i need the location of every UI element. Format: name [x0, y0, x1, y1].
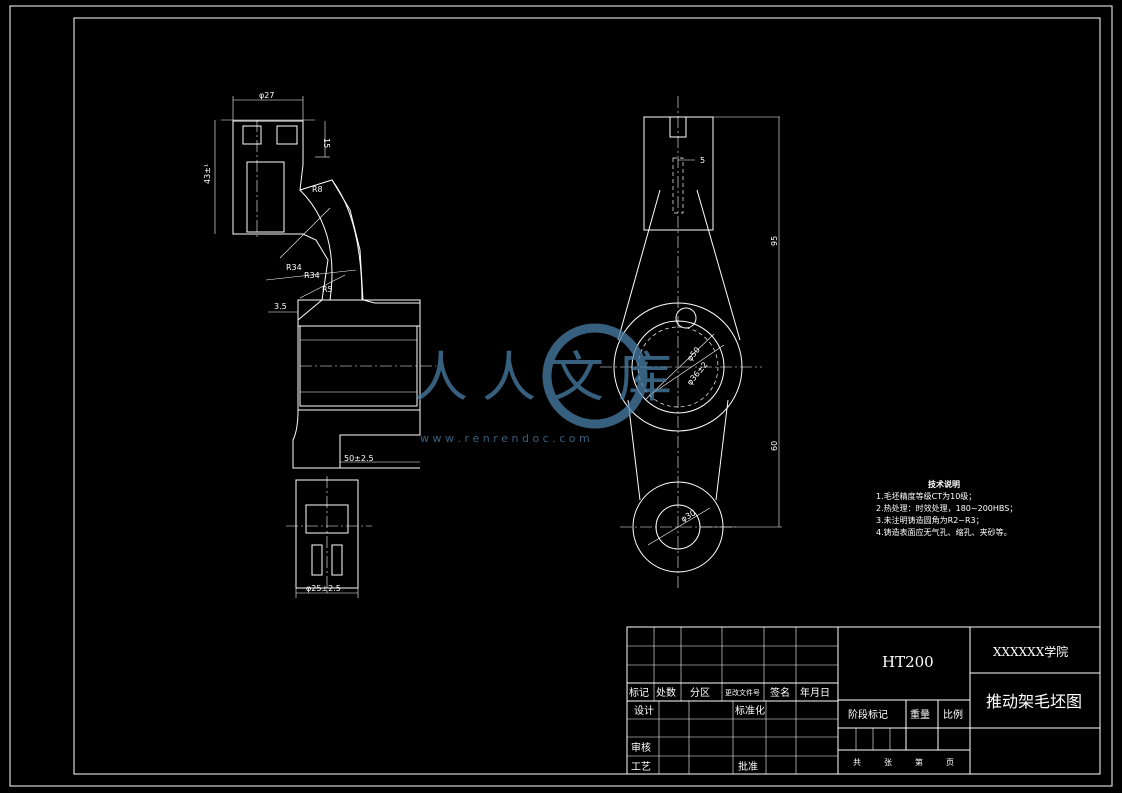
note-3: 3.未注明铸造圆角为R2~R3； [876, 515, 984, 525]
tb-standardize: 标准化 [735, 704, 765, 717]
outer-border [9, 5, 1113, 787]
title-block: HT200 XXXXXX学院 推动架毛坯图 标记 处数 分区 更改文件号 签名 … [626, 626, 1101, 775]
dim-upper-len: 95 [770, 236, 779, 246]
tb-school: XXXXXX学院 [993, 644, 1068, 659]
notes-title: 技术说明 [928, 479, 960, 489]
dim-bore-dia: φ36±2 [685, 360, 709, 387]
watermark: 人人文库 w w w . r e n r e n d o c . c o m [414, 323, 686, 445]
tb-h-sign: 签名 [770, 686, 790, 699]
tb-scale: 比例 [943, 708, 963, 721]
tb-material: HT200 [882, 653, 934, 671]
tb-h-date: 年月日 [800, 686, 830, 699]
tb-approve: 批准 [738, 760, 758, 773]
dim-depth: 15 [322, 138, 331, 148]
dim-r5: R5 [322, 285, 333, 294]
tb-drawing-name: 推动架毛坯图 [986, 692, 1082, 711]
tb-design: 设计 [634, 704, 654, 717]
dim-slot: 5 [700, 156, 705, 165]
dim-r34b: R34 [304, 271, 320, 280]
tb-h-zone: 分区 [690, 687, 710, 699]
watermark-brand: 人人文库 [414, 346, 686, 409]
dim-small-dia: φ30 [679, 508, 697, 524]
tb-total: 共 [853, 758, 861, 767]
tb-page-no: 第 [915, 757, 923, 767]
dim-bottom-dia: φ25±2.5 [306, 584, 341, 593]
dim-radius-small: R8 [312, 185, 323, 194]
note-1: 1.毛坯精度等级CT为10级； [876, 491, 976, 501]
dim-r34a: R34 [286, 263, 302, 272]
tb-h-mark: 标记 [629, 687, 649, 699]
tb-stage-mark: 阶段标记 [848, 708, 888, 721]
note-4: 4.铸造表面应无气孔、缩孔、夹砂等。 [876, 527, 1012, 537]
side-view: φ27 15 43±¹ R8 R34 R34 R5 3.5 50±2.5 φ25… [203, 91, 436, 598]
front-view: 5 95 60 φ50 φ36±2 φ30 [600, 96, 782, 590]
tb-h-changedoc: 更改文件号 [725, 688, 760, 697]
tb-h-count: 处数 [656, 686, 676, 699]
watermark-url: w w w . r e n r e n d o c . c o m [420, 432, 590, 445]
technical-notes: 技术说明 1.毛坯精度等级CT为10级； 2.热处理：时效处理，180~200H… [876, 479, 1017, 537]
dim-lower-len: 60 [770, 441, 779, 451]
inner-border [73, 17, 1101, 775]
dim-height-left: 43±¹ [203, 164, 212, 184]
tb-review: 审核 [631, 741, 651, 754]
tb-weight: 重量 [910, 708, 930, 721]
dim-boss-len: 50±2.5 [344, 454, 374, 463]
note-2: 2.热处理：时效处理，180~200HBS； [876, 503, 1017, 513]
tb-sheets: 张 [884, 758, 892, 767]
dim-offset: 3.5 [274, 302, 287, 311]
tb-process: 工艺 [631, 761, 651, 773]
tb-page: 页 [946, 758, 954, 767]
dim-top-dia: φ27 [259, 91, 274, 100]
